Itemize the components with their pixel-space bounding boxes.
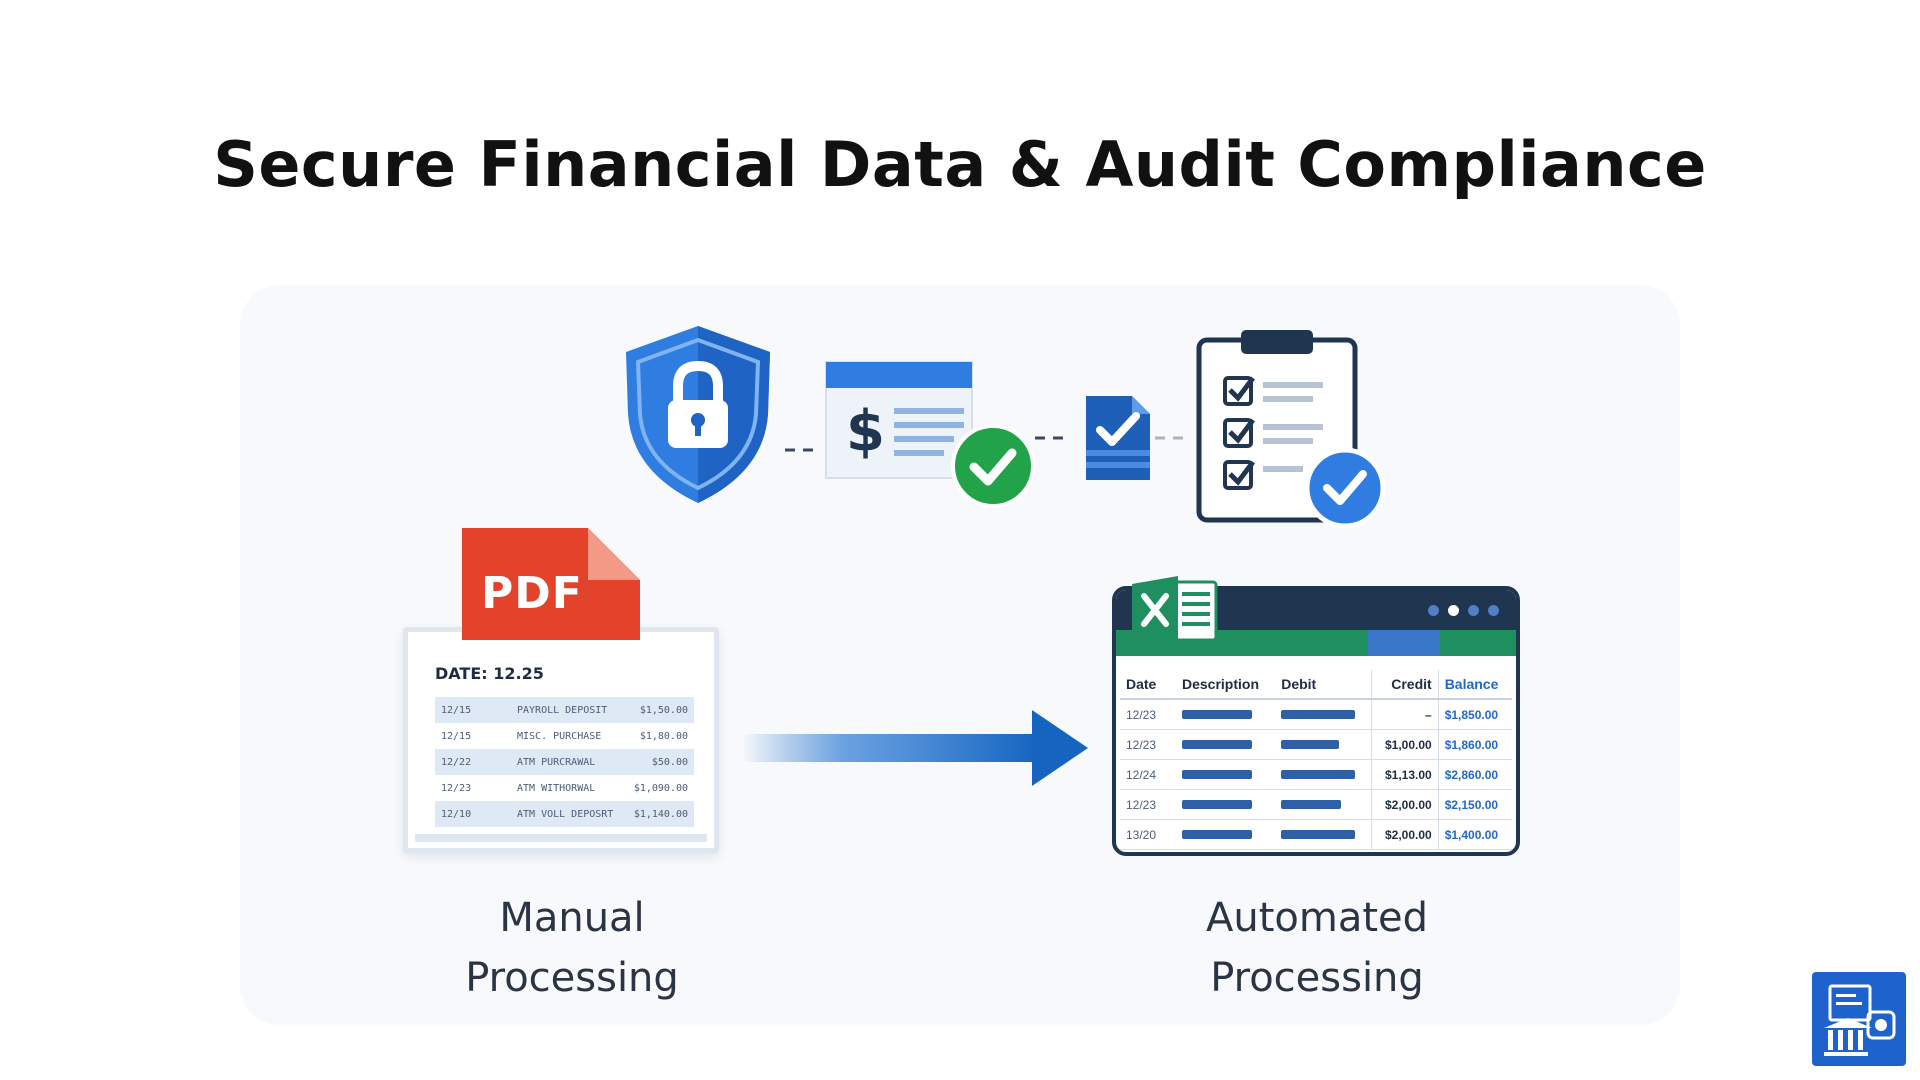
cell-balance: $1,860.00 — [1437, 729, 1512, 760]
window-dot — [1448, 605, 1459, 616]
window-dot — [1428, 605, 1439, 616]
statement-row: 12/15 PAYROLL DEPOSIT $1,50.00 — [435, 697, 694, 723]
pdf-statement-card: DATE: 12.25 12/15 PAYROLL DEPOSIT $1,50.… — [403, 627, 719, 853]
corner-logo-icon — [1812, 972, 1906, 1066]
table-header-row: Date Description Debit Credit Balance — [1120, 670, 1512, 700]
pdf-label: PDF — [481, 568, 583, 619]
statement-row: 12/23 ATM WITHORWAL $1,090.00 — [435, 775, 694, 801]
automated-processing-label: Automated Processing — [1157, 888, 1477, 1008]
cell-balance: $2,860.00 — [1437, 759, 1512, 790]
cell-balance: $2,150.00 — [1437, 789, 1512, 820]
row-amount: $1,140.00 — [633, 808, 688, 820]
cell-date: 12/23 — [1120, 789, 1176, 820]
table-row: 13/20 $2,00.00 $1,400.00 — [1120, 819, 1512, 850]
table-row: 12/23 $2,00.00 $2,150.00 — [1120, 789, 1512, 820]
connector-dash — [785, 448, 821, 452]
svg-text:$: $ — [846, 399, 885, 464]
row-date: 12/23 — [441, 782, 472, 794]
check-badge-icon — [951, 424, 1035, 508]
cell-debit — [1275, 759, 1372, 790]
cell-credit: $1,00.00 — [1371, 729, 1439, 760]
row-amount: $1,50.00 — [639, 704, 688, 716]
col-debit: Debit — [1275, 670, 1372, 700]
statement-row: 12/15 MISC. PURCHASE $1,80.00 — [435, 723, 694, 749]
cell-balance: $1,400.00 — [1437, 819, 1512, 850]
connector-dash — [1035, 436, 1071, 440]
cell-balance: $1,850.00 — [1437, 699, 1512, 730]
row-description: PAYROLL DEPOSIT — [517, 704, 608, 716]
statement-row: 12/10 ATM VOLL DEPOSRT $1,140.00 — [435, 801, 694, 827]
excel-icon — [1132, 576, 1218, 644]
cell-description — [1176, 819, 1276, 850]
row-date: 12/10 — [441, 808, 472, 820]
table-row: 12/23 – $1,850.00 — [1120, 699, 1512, 730]
shield-lock-icon — [626, 326, 770, 503]
cell-description — [1176, 789, 1276, 820]
col-balance: Balance — [1437, 670, 1512, 700]
pdf-file-icon — [462, 528, 640, 640]
row-description: ATM WITHORWAL — [517, 782, 596, 794]
cell-description — [1176, 759, 1276, 790]
manual-processing-label: Manual Processing — [412, 888, 732, 1008]
row-description: MISC. PURCHASE — [517, 730, 602, 742]
statement-row: 12/22 ATM PURCRAWAL $50.00 — [435, 749, 694, 775]
statement-date: DATE: 12.25 — [435, 664, 544, 683]
arrow-right-icon — [742, 710, 1088, 786]
cell-date: 12/24 — [1120, 759, 1176, 790]
cell-description — [1176, 699, 1276, 730]
cell-description — [1176, 729, 1276, 760]
col-credit: Credit — [1371, 670, 1439, 700]
row-description: ATM VOLL DEPOSRT — [517, 808, 614, 820]
table-row: 12/23 $1,00.00 $1,860.00 — [1120, 729, 1512, 760]
col-date: Date — [1120, 670, 1176, 700]
cell-date: 12/23 — [1120, 729, 1176, 760]
ledger-table: Date Description Debit Credit Balance 12… — [1120, 670, 1512, 850]
dollar-invoice-icon: $ — [825, 361, 973, 479]
table-row: 12/24 $1,13.00 $2,860.00 — [1120, 759, 1512, 790]
document-check-icon — [1086, 396, 1150, 480]
clipboard-checklist-icon — [1196, 330, 1386, 528]
window-dot — [1468, 605, 1479, 616]
cell-debit — [1275, 789, 1372, 820]
page-title: Secure Financial Data & Audit Compliance — [213, 128, 1707, 201]
cell-date: 12/23 — [1120, 699, 1176, 730]
row-date: 12/15 — [441, 730, 472, 742]
row-amount: $1,090.00 — [633, 782, 688, 794]
cell-credit: – — [1371, 699, 1439, 730]
automated-label-line1: Automated — [1205, 895, 1429, 941]
manual-label-line2: Processing — [465, 955, 679, 1001]
cell-debit — [1275, 729, 1372, 760]
connector-dash — [1155, 436, 1191, 440]
automated-label-line2: Processing — [1210, 955, 1424, 1001]
row-description: ATM PURCRAWAL — [517, 756, 596, 768]
window-dot — [1488, 605, 1499, 616]
statement-rows: 12/15 PAYROLL DEPOSIT $1,50.00 12/15 MIS… — [435, 697, 694, 827]
row-amount: $50.00 — [651, 756, 688, 768]
row-date: 12/15 — [441, 704, 472, 716]
col-description: Description — [1176, 670, 1276, 700]
row-amount: $1,80.00 — [639, 730, 688, 742]
cell-credit: $2,00.00 — [1371, 819, 1439, 850]
cell-credit: $2,00.00 — [1371, 789, 1439, 820]
ribbon-highlight — [1368, 630, 1440, 656]
cell-debit — [1275, 699, 1372, 730]
row-date: 12/22 — [441, 756, 472, 768]
cell-date: 13/20 — [1120, 819, 1176, 850]
cell-debit — [1275, 819, 1372, 850]
cell-credit: $1,13.00 — [1371, 759, 1439, 790]
manual-label-line1: Manual — [499, 895, 645, 941]
